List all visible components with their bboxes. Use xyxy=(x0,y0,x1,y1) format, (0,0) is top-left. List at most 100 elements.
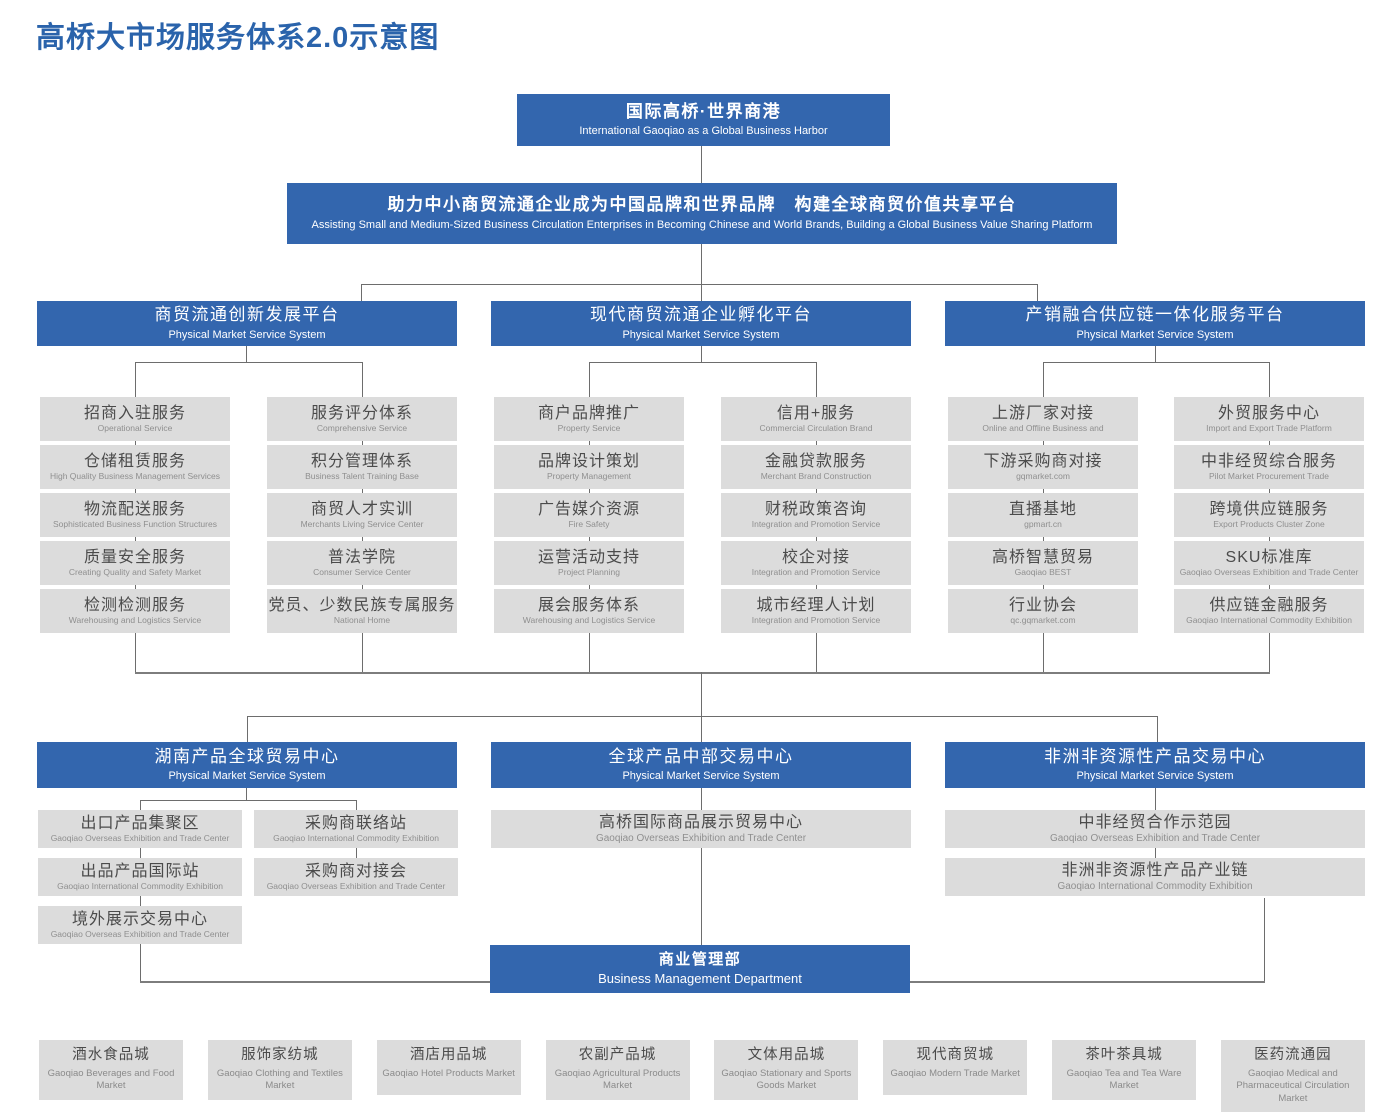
service-box-zh: SKU标准库 xyxy=(1225,548,1313,566)
market-box-en: Gaoqiao Clothing and Textiles Market xyxy=(216,1067,343,1092)
service-box-zh: 服务评分体系 xyxy=(310,404,413,422)
management-box-en: Business Management Department xyxy=(598,971,802,987)
service-box: 非洲非资源性产品产业链 Gaoqiao International Commod… xyxy=(945,858,1365,896)
service-box-zh: 信用+服务 xyxy=(776,404,856,422)
service-box-zh: 金融贷款服务 xyxy=(764,452,867,470)
service-box-zh: 直播基地 xyxy=(1008,500,1077,518)
connector-line xyxy=(589,362,590,397)
service-box-zh: 外贸服务中心 xyxy=(1217,404,1320,422)
service-box-zh: 展会服务体系 xyxy=(537,596,640,614)
connector-line xyxy=(910,981,1265,983)
center-2-header-en: Physical Market Service System xyxy=(622,770,780,783)
market-box-en: Gaoqiao Stationary and Sports Goods Mark… xyxy=(721,1067,852,1092)
platform-2-header: 现代商贸流通企业孵化平台 Physical Market Service Sys… xyxy=(491,301,911,346)
connector-line xyxy=(140,981,490,983)
market-box-zh: 文体用品城 xyxy=(747,1047,826,1063)
service-box-en: Integration and Promotion Service xyxy=(751,519,881,530)
market-box: 酒店用品城 Gaoqiao Hotel Products Market xyxy=(376,1040,521,1095)
platform-1-column-b: 服务评分体系 Comprehensive Service 积分管理体系 Busi… xyxy=(267,397,457,672)
service-box-en: Consumer Service Center xyxy=(313,567,411,578)
connector-line xyxy=(361,284,1038,285)
connector-line xyxy=(1269,362,1270,397)
connector-line xyxy=(816,362,817,397)
root-box-en: International Gaoqiao as a Global Busine… xyxy=(579,125,828,138)
management-box: 商业管理部 Business Management Department xyxy=(490,945,910,993)
connector-line xyxy=(247,716,248,742)
market-box-zh: 酒店用品城 xyxy=(409,1047,488,1063)
service-box-en: Import and Export Trade Platform xyxy=(1206,423,1332,434)
connector-line xyxy=(135,362,363,363)
market-box-zh: 酒水食品城 xyxy=(72,1047,150,1063)
connector-line xyxy=(356,800,357,810)
service-box-en: Sophisticated Business Function Structur… xyxy=(53,519,217,530)
platform-1-header-en: Physical Market Service System xyxy=(168,328,326,341)
market-box-en: Gaoqiao Tea and Tea Ware Market xyxy=(1066,1067,1182,1092)
market-box: 服饰家纺城 Gaoqiao Clothing and Textiles Mark… xyxy=(207,1040,352,1100)
platform-3-header-zh: 产销融合供应链一体化服务平台 xyxy=(1025,305,1285,325)
service-box: 跨境供应链服务 Export Products Cluster Zone xyxy=(1174,493,1364,537)
service-box-zh: 高桥国际商品展示贸易中心 xyxy=(598,813,803,831)
service-box-en: gpmart.cn xyxy=(1024,519,1062,530)
platform-2-column-b: 信用+服务 Commercial Circulation Brand 金融贷款服… xyxy=(721,397,911,672)
center-3-header-en: Physical Market Service System xyxy=(1076,770,1234,783)
service-box: 采购商联络站 Gaoqiao International Commodity E… xyxy=(254,810,458,848)
connector-line xyxy=(140,800,141,810)
service-box: 采购商对接会 Gaoqiao Overseas Exhibition and T… xyxy=(254,858,458,896)
service-box-en: Gaoqiao Overseas Exhibition and Trade Ce… xyxy=(50,929,230,940)
service-box: 高桥智慧贸易 Gaoqiao BEST xyxy=(948,541,1138,585)
mission-box-zh: 助力中小商贸流通企业成为中国品牌和世界品牌 构建全球商贸价值共享平台 xyxy=(387,195,1017,215)
service-box-en: Property Management xyxy=(546,471,632,482)
service-box: 商户品牌推广 Property Service xyxy=(494,397,684,441)
service-box: SKU标准库 Gaoqiao Overseas Exhibition and T… xyxy=(1174,541,1364,585)
service-box-en: Gaoqiao Overseas Exhibition and Trade Ce… xyxy=(1049,833,1261,845)
service-box: 质量安全服务 Creating Quality and Safety Marke… xyxy=(40,541,230,585)
connector-line xyxy=(1264,898,1265,982)
platform-3-column-b: 外贸服务中心 Import and Export Trade Platform … xyxy=(1174,397,1364,672)
connector-line xyxy=(701,848,702,945)
service-box-en: Integration and Promotion Service xyxy=(751,567,881,578)
service-box-en: Project Planning xyxy=(558,567,620,578)
connector-line xyxy=(135,672,1270,674)
service-box-zh: 仓储租赁服务 xyxy=(83,452,186,470)
service-box-zh: 积分管理体系 xyxy=(310,452,413,470)
connector-line xyxy=(246,346,247,362)
connector-line xyxy=(362,362,363,397)
center-1-header-en: Physical Market Service System xyxy=(168,770,326,783)
market-box: 茶叶茶具城 Gaoqiao Tea and Tea Ware Market xyxy=(1052,1040,1197,1100)
page-title: 高桥大市场服务体系2.0示意图 xyxy=(36,22,440,54)
root-box-zh: 国际高桥·世界商港 xyxy=(625,101,782,121)
service-box-en: Export Products Cluster Zone xyxy=(1213,519,1325,530)
platform-3-column-a: 上游厂家对接 Online and Offline Business and 下… xyxy=(948,397,1138,672)
service-box-zh: 广告媒介资源 xyxy=(537,500,640,518)
service-box-zh: 城市经理人计划 xyxy=(756,596,876,614)
service-box: 行业协会 qc.gqmarket.com xyxy=(948,589,1138,633)
platform-1-header-zh: 商贸流通创新发展平台 xyxy=(154,305,340,325)
service-box: 境外展示交易中心 Gaoqiao Overseas Exhibition and… xyxy=(38,906,242,944)
service-box: 财税政策咨询 Integration and Promotion Service xyxy=(721,493,911,537)
service-box-en: Gaoqiao Overseas Exhibition and Trade Ce… xyxy=(1179,567,1359,578)
service-box-en: Warehousing and Logistics Service xyxy=(522,615,656,626)
connector-line xyxy=(1155,346,1156,362)
markets-row: 酒水食品城 Gaoqiao Beverages and Food Market … xyxy=(39,1040,1365,1112)
platform-2-header-zh: 现代商贸流通企业孵化平台 xyxy=(590,305,812,325)
service-box-zh: 财税政策咨询 xyxy=(764,500,867,518)
service-box-en: Integration and Promotion Service xyxy=(751,615,881,626)
mission-box: 助力中小商贸流通企业成为中国品牌和世界品牌 构建全球商贸价值共享平台 Assis… xyxy=(287,183,1117,244)
connector-line xyxy=(701,146,702,183)
service-box-en: Merchant Brand Construction xyxy=(760,471,872,482)
service-box-zh: 中非经贸综合服务 xyxy=(1200,452,1337,470)
service-box-zh: 品牌设计策划 xyxy=(537,452,640,470)
service-box-en: National Home xyxy=(333,615,391,626)
service-box-zh: 采购商对接会 xyxy=(304,862,407,880)
service-box-zh: 上游厂家对接 xyxy=(991,404,1094,422)
connector-line xyxy=(701,788,702,810)
service-box-zh: 党员、少数民族专属服务 xyxy=(268,596,456,614)
center-1-header-zh: 湖南产品全球贸易中心 xyxy=(154,746,340,766)
connector-line xyxy=(246,788,247,800)
service-box-en: Gaoqiao BEST xyxy=(1014,567,1072,578)
service-box-en: Business Talent Training Base xyxy=(305,471,419,482)
market-box-en: Gaoqiao Hotel Products Market xyxy=(382,1067,515,1079)
service-box-en: Comprehensive Service xyxy=(316,423,408,434)
service-box-en: Commercial Circulation Brand xyxy=(759,423,873,434)
connector-line xyxy=(247,716,1158,717)
